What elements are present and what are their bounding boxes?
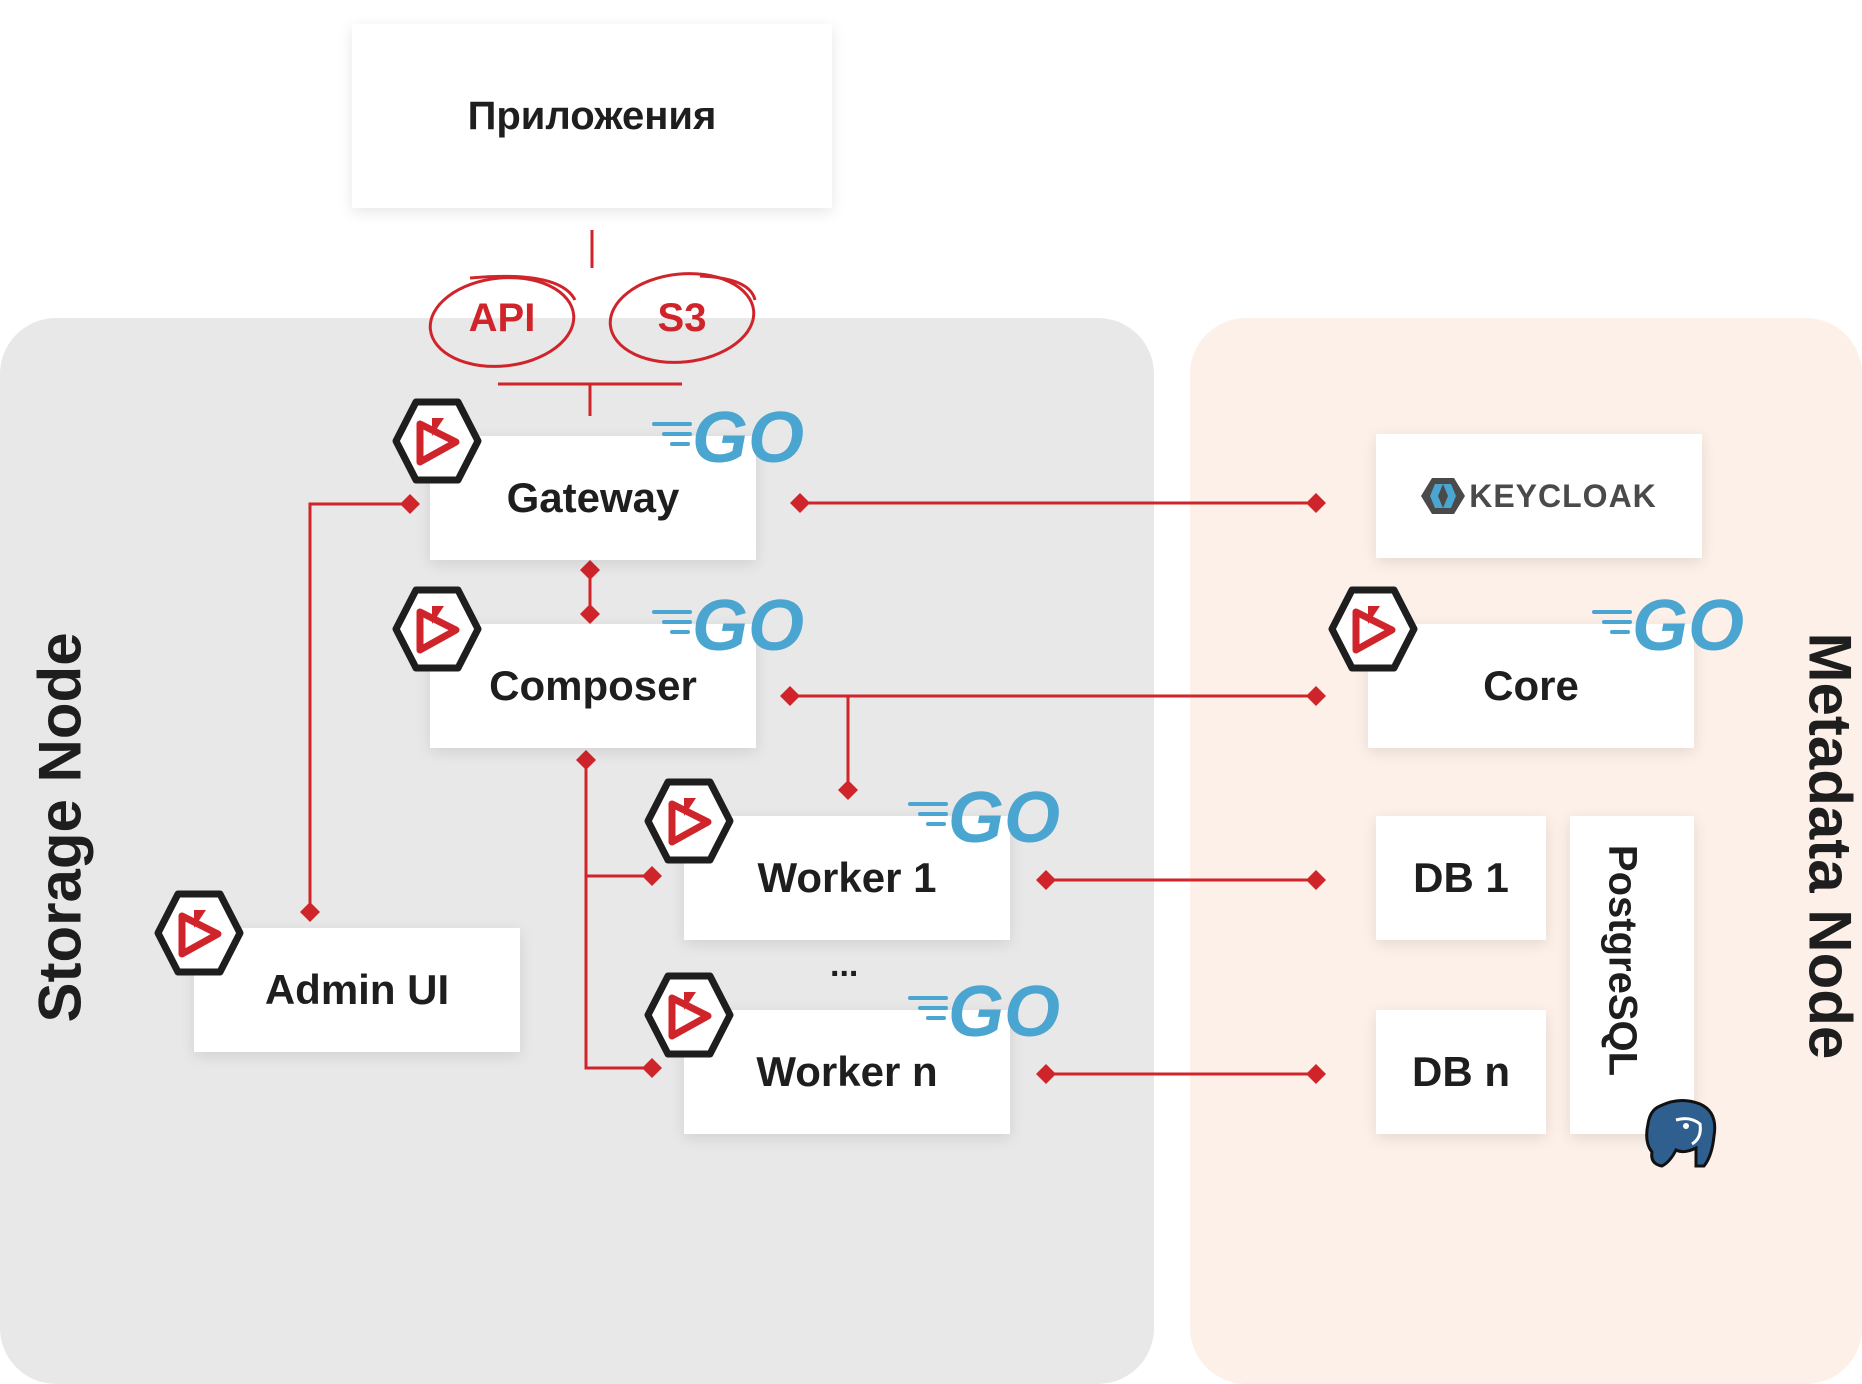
s3-badge-outline xyxy=(608,272,756,364)
connector-dot xyxy=(1306,1064,1326,1084)
worker-1-box: Worker 1 xyxy=(684,816,1010,940)
gateway-label: Gateway xyxy=(506,474,680,521)
keycloak-label: KEYCLOAK xyxy=(1469,477,1657,514)
keycloak-logo-icon xyxy=(1421,478,1466,514)
admin-ui-label: Admin UI xyxy=(264,966,450,1013)
postgresql-label: PostgreSQL xyxy=(1600,844,1645,1077)
gateway-box: Gateway xyxy=(430,436,756,560)
postgresql-box xyxy=(1570,816,1694,1134)
connector-dot xyxy=(300,902,320,922)
admin-ui-box: Admin UI xyxy=(194,928,520,1052)
service-hex-logo-icon xyxy=(1328,586,1418,672)
go-logo-text: GO xyxy=(1632,590,1744,660)
composer-label: Composer xyxy=(489,662,697,709)
go-logo-icon: GO xyxy=(1590,586,1750,666)
go-logo-text: GO xyxy=(692,590,804,660)
applications-label: Приложения xyxy=(467,93,717,138)
composer-box: Composer xyxy=(430,624,756,748)
service-hex-logo-icon xyxy=(154,890,244,976)
service-hex-logo-icon xyxy=(644,972,734,1058)
keycloak-box: KEYCLOAK xyxy=(1376,434,1702,558)
connector-dot xyxy=(1036,1064,1056,1084)
go-logo-icon: GO xyxy=(650,398,810,478)
core-box: Core xyxy=(1368,624,1694,748)
service-hex-logo-icon xyxy=(644,778,734,864)
connector-dot xyxy=(580,604,600,624)
connector-dot xyxy=(400,494,420,514)
go-logo-text: GO xyxy=(948,782,1060,852)
connector-dot xyxy=(642,1058,662,1078)
db-1-label: DB 1 xyxy=(1413,854,1509,901)
connector-dot xyxy=(1306,493,1326,513)
go-logo-icon: GO xyxy=(650,586,810,666)
connector-dot xyxy=(780,686,800,706)
s3-badge: S3 xyxy=(657,296,707,340)
core-label: Core xyxy=(1483,662,1579,709)
go-logo-text: GO xyxy=(948,976,1060,1046)
api-badge: API xyxy=(468,296,536,340)
connector-dot xyxy=(838,780,858,800)
applications-box: Приложения xyxy=(352,24,832,208)
go-logo-icon: GO xyxy=(906,778,1066,858)
connector-dot xyxy=(790,493,810,513)
api-badge-outline xyxy=(428,276,576,368)
connector-dot xyxy=(576,750,596,770)
api-badge-outline xyxy=(469,274,577,301)
connector-dot xyxy=(1306,686,1326,706)
db-1-box: DB 1 xyxy=(1376,816,1546,940)
connector-dot xyxy=(580,560,600,580)
connector-dot xyxy=(1306,870,1326,890)
connector-dot xyxy=(1036,870,1056,890)
s3-badge-outline xyxy=(699,274,757,301)
db-n-box: DB n xyxy=(1376,1010,1546,1134)
service-hex-logo-icon xyxy=(392,398,482,484)
go-logo-text: GO xyxy=(692,402,804,472)
worker-n-label: Worker n xyxy=(756,1048,938,1095)
worker-n-box: Worker n xyxy=(684,1010,1010,1134)
workers-ellipsis: ... xyxy=(830,946,859,984)
connector-dot xyxy=(642,866,662,886)
postgresql-elephant-icon xyxy=(1645,1099,1717,1168)
service-hex-logo-icon xyxy=(392,586,482,672)
worker-1-label: Worker 1 xyxy=(757,854,937,901)
db-n-label: DB n xyxy=(1412,1048,1510,1095)
go-logo-icon: GO xyxy=(906,972,1066,1052)
